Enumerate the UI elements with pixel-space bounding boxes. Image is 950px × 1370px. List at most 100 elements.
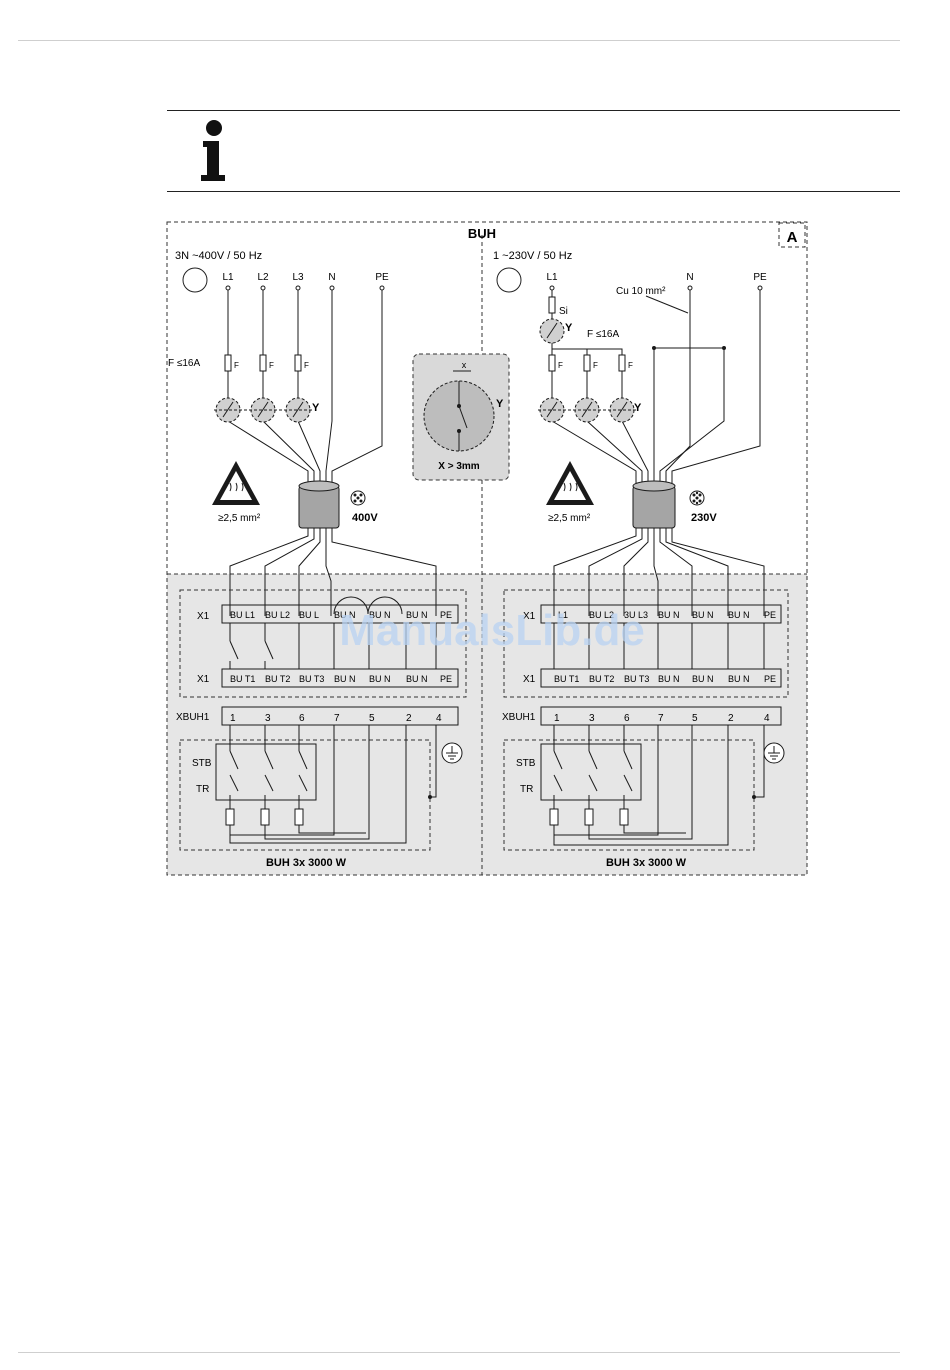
left-xbuh-cell: 1	[230, 713, 236, 724]
right-x1-bottom-cell: BU N	[658, 674, 680, 684]
right-stb-label: STB	[516, 758, 536, 769]
header-rule	[18, 40, 900, 41]
right-switch-label: Y	[634, 402, 642, 414]
left-phase-circle	[182, 267, 208, 293]
right-tr-label: TR	[520, 784, 533, 795]
right-x1-bottom-cell: BU N	[692, 674, 714, 684]
left-xbuh-cell: 7	[334, 713, 340, 724]
right-fuse-letter: F	[558, 361, 563, 370]
right-x1-frame	[503, 589, 789, 698]
right-feed-wires	[553, 528, 765, 616]
right-x1-top-cells: L1 BU L2 3U L3 BU N BU N BU N PE	[558, 610, 776, 620]
left-supply-wires	[225, 285, 385, 483]
right-relay-contacts	[553, 623, 765, 669]
left-xbuh-strip	[221, 706, 459, 726]
left-thermostat-box	[215, 743, 317, 801]
left-xbuh-cell: 4	[436, 713, 442, 724]
right-x1-bottom-cell: BU T3	[624, 674, 649, 684]
right-x1-top-cell: L1	[558, 610, 568, 620]
left-isolator-switches	[214, 397, 312, 423]
right-xbuh-cell: 4	[764, 713, 770, 724]
left-cable-core	[298, 480, 340, 529]
left-x1-frame	[179, 589, 467, 698]
right-terminal-label: L1	[546, 272, 558, 283]
isolator-detail	[412, 353, 510, 481]
left-fuse-letter: F	[304, 361, 309, 370]
right-x1-bottom-cell: BU T1	[554, 674, 579, 684]
right-x1-top-cell: BU N	[658, 610, 680, 620]
right-fuse-letter: F	[628, 361, 633, 370]
left-switch-label: Y	[312, 402, 320, 414]
right-x1-bottom-cell: BU T2	[589, 674, 614, 684]
right-hot-surface-warning-icon	[546, 461, 594, 505]
right-xbuh-cell: 5	[692, 713, 698, 724]
corner-label: A	[787, 229, 798, 246]
right-fuse-letter: F	[593, 361, 598, 370]
left-connector-icon	[350, 490, 366, 506]
right-x1-top-cell: BU L2	[589, 610, 614, 620]
left-x1-top-cell: PE	[440, 610, 452, 620]
left-fuses	[224, 354, 302, 372]
left-x1-bottom-cell: BU T1	[230, 674, 255, 684]
left-terminal-label: PE	[375, 272, 389, 283]
right-xbuh-cells: 1 3 6 7 5 2 4	[554, 713, 770, 724]
left-supply-label: 3N ~400V / 50 Hz	[175, 250, 262, 262]
left-fuse-letter: F	[234, 361, 239, 370]
left-terminal-labels: L1 L2 L3 N PE	[222, 272, 389, 283]
left-voltage: 400V	[352, 512, 378, 524]
footer-rule	[18, 1352, 900, 1353]
left-x1-bottom-cell: BU N	[406, 674, 428, 684]
left-x1-bottom-label: X1	[197, 674, 210, 685]
diagram-title: BUH	[468, 226, 496, 241]
right-xbuh-cell: 7	[658, 713, 664, 724]
right-thermostat-box	[540, 743, 642, 801]
left-min-section: ≥2,5 mm²	[218, 513, 261, 524]
left-xbuh-cells: 1 3 6 7 5 2 4	[230, 713, 442, 724]
left-x1-bottom-cell: PE	[440, 674, 452, 684]
right-x1-bottom-label: X1	[523, 674, 536, 685]
right-xbuh-cell: 1	[554, 713, 560, 724]
right-x1-top-cell: PE	[764, 610, 776, 620]
left-x1-bottom-cell: BU T2	[265, 674, 290, 684]
detail-rule: X > 3mm	[438, 461, 480, 472]
left-terminal-label: L3	[292, 272, 304, 283]
right-fuse-label: F ≤16A	[587, 329, 619, 340]
watermark: ManualsLib.de	[339, 606, 645, 655]
right-x1-top-strip	[540, 604, 782, 624]
right-main-switch-label: Y	[565, 322, 573, 334]
left-x1-top-label: X1	[197, 611, 210, 622]
right-connector-icon	[689, 490, 705, 506]
right-main-switch	[539, 318, 565, 344]
detail-x-label: x	[462, 360, 467, 370]
left-xbuh-label: XBUH1	[176, 712, 210, 723]
left-x1-top-cell: BU N	[334, 610, 356, 620]
right-phase-circle	[496, 267, 522, 293]
right-xbuh-label: XBUH1	[502, 712, 536, 723]
wiring-diagram: BUH A 3N ~400V / 50 Hz 1 ~230V / 50 Hz L…	[166, 221, 808, 876]
right-xbuh-cell: 3	[589, 713, 595, 724]
right-xbuh-cell: 6	[624, 713, 630, 724]
left-x1-bottom-cell: BU T3	[299, 674, 324, 684]
right-terminal-label: N	[686, 272, 693, 283]
right-xbuh-cell: 2	[728, 713, 734, 724]
left-x1-bottom-cells: BU T1 BU T2 BU T3 BU N BU N BU N PE	[230, 674, 452, 684]
left-x1-top-cells: BU L1 BU L2 BU L BU N BU N BU N PE	[230, 610, 452, 620]
left-earth-icon	[441, 742, 463, 764]
left-relay-contacts	[229, 623, 437, 669]
right-supply-label: 1 ~230V / 50 Hz	[493, 250, 572, 262]
left-x1-top-cell: BU N	[369, 610, 391, 620]
left-x1-top-cell: BU L1	[230, 610, 255, 620]
right-x1-bottom-cell: PE	[764, 674, 776, 684]
left-x1-bottom-cell: BU N	[369, 674, 391, 684]
right-min-section: ≥2,5 mm²	[548, 513, 591, 524]
left-hot-surface-warning-icon	[212, 461, 260, 505]
right-x1-top-cell: BU N	[728, 610, 750, 620]
left-heater-label: BUH 3x 3000 W	[266, 857, 347, 869]
right-x1-top-label: X1	[523, 611, 536, 622]
left-x1-top-cell: BU N	[406, 610, 428, 620]
left-xbuh-cell: 3	[265, 713, 271, 724]
left-bridge-links	[333, 596, 403, 615]
diagram-frame	[166, 221, 808, 876]
right-x1-bottom-cells: BU T1 BU T2 BU T3 BU N BU N BU N PE	[554, 674, 776, 684]
right-earth-icon	[763, 742, 785, 764]
